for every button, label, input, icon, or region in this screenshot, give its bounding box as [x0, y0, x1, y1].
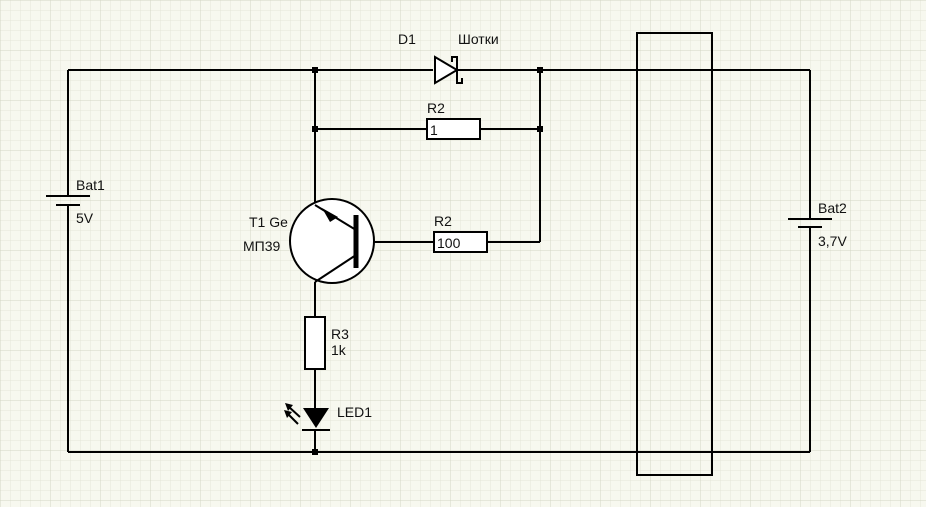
bat1-label: Bat1 — [76, 177, 105, 193]
led-emission-arrow — [288, 406, 301, 418]
r3-label: R3 — [331, 326, 349, 342]
emitter-arrow — [322, 208, 338, 222]
t1-label: T1 Ge — [249, 214, 288, 230]
transistor-t1: T1 Ge МП39 — [243, 198, 375, 284]
resistor-body — [433, 231, 488, 253]
battery-bat2: Bat2 3,7V — [788, 200, 847, 249]
r2-base-label: R2 — [434, 213, 452, 229]
d1-label: D1 — [398, 31, 416, 47]
resistor-r3: R3 1k — [304, 316, 349, 370]
led-led1: LED1 — [284, 403, 372, 431]
r2-top-label: R2 — [427, 100, 445, 116]
schottky-bar — [451, 56, 463, 84]
resistor-body — [426, 118, 481, 140]
r2-base-value: 100 — [437, 235, 461, 251]
t1-model: МП39 — [243, 238, 281, 254]
led1-label: LED1 — [337, 404, 372, 420]
r3-value: 1k — [331, 342, 347, 358]
r2-top-value: 1 — [430, 122, 438, 138]
led-emission-arrowhead — [284, 410, 292, 418]
junctions — [312, 67, 543, 455]
led-emission-arrowhead — [285, 403, 293, 411]
led-emission-arrow — [287, 413, 299, 425]
bat2-label: Bat2 — [818, 200, 847, 216]
resistor-r2-top: R2 1 — [426, 100, 481, 140]
d1-type: Шотки — [458, 31, 499, 47]
bat2-value: 3,7V — [818, 233, 847, 249]
battery-bat1: Bat1 5V — [46, 177, 105, 226]
led-triangle — [303, 408, 329, 428]
resistor-body — [304, 316, 326, 370]
bat1-value: 5V — [76, 210, 94, 226]
schottky-diode-d1: D1 Шотки — [398, 31, 499, 85]
collector-lead — [314, 254, 357, 283]
load-rectangle — [636, 32, 713, 476]
transistor-circle — [289, 198, 375, 284]
diode-triangle — [434, 55, 459, 85]
resistor-r2-base: R2 100 — [433, 213, 488, 253]
